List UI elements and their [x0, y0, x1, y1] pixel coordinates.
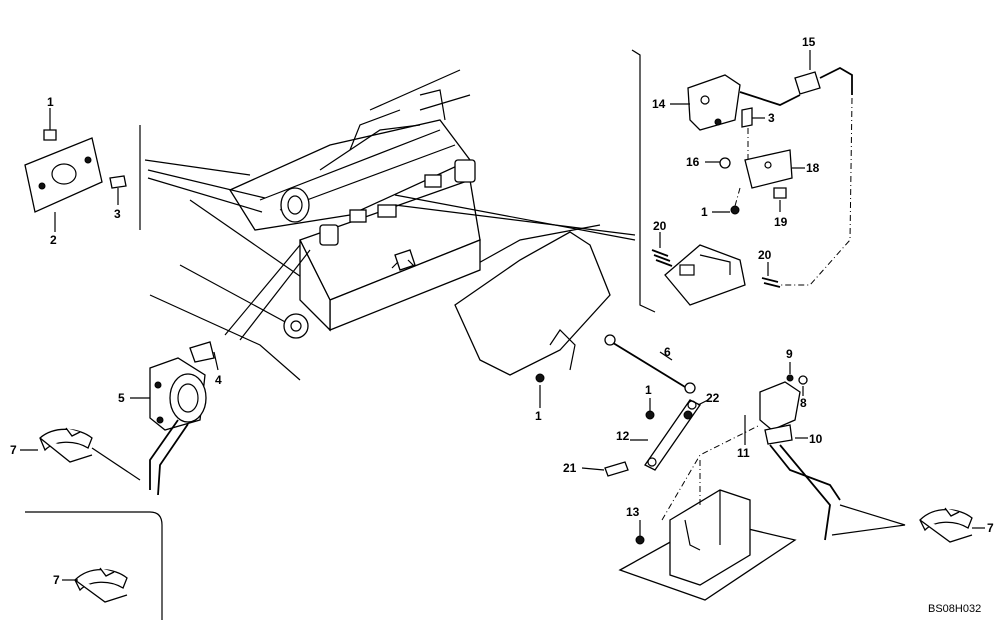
- callout-2: 2: [50, 233, 57, 247]
- plate-assembly: [24, 108, 127, 232]
- callout-1: 1: [535, 409, 542, 423]
- callout-6: 6: [664, 345, 671, 359]
- callout-15: 15: [802, 35, 816, 49]
- callout-20: 20: [653, 219, 667, 233]
- callout-1: 1: [701, 205, 708, 219]
- callout-22: 22: [706, 391, 720, 405]
- switch-assembly: [744, 362, 906, 541]
- callout-3: 3: [768, 111, 775, 125]
- bracket-base: [618, 424, 797, 601]
- callout-9: 9: [786, 347, 793, 361]
- callout-4: 4: [215, 373, 222, 387]
- callout-labels: 1 2 3 4 5 7 7 7 15 14 3 16 18 1 19 20 20…: [10, 35, 994, 615]
- callout-21: 21: [563, 461, 577, 475]
- callout-19: 19: [774, 215, 788, 229]
- callout-12: 12: [616, 429, 630, 443]
- callout-11: 11: [737, 446, 750, 460]
- callout-7: 7: [10, 443, 17, 457]
- callout-1: 1: [645, 383, 652, 397]
- callout-18: 18: [806, 161, 820, 175]
- callout-16: 16: [686, 155, 700, 169]
- leader-lines: [147, 49, 656, 341]
- seat-sensor: [130, 341, 219, 496]
- callout-7: 7: [53, 573, 60, 587]
- callout-3: 3: [114, 207, 121, 221]
- reference-code: BS08H032: [928, 603, 981, 615]
- callout-13: 13: [626, 505, 640, 519]
- callout-7: 7: [987, 521, 994, 535]
- clamps: [20, 427, 985, 603]
- callout-20: 20: [758, 248, 772, 262]
- callout-14: 14: [652, 97, 666, 111]
- callout-5: 5: [118, 391, 125, 405]
- callout-10: 10: [809, 432, 823, 446]
- upper-right-assembly: [651, 50, 853, 306]
- callout-1: 1: [47, 95, 54, 109]
- pedal-assembly: [454, 231, 709, 477]
- inset-frame: [25, 511, 163, 620]
- callout-8: 8: [800, 396, 807, 410]
